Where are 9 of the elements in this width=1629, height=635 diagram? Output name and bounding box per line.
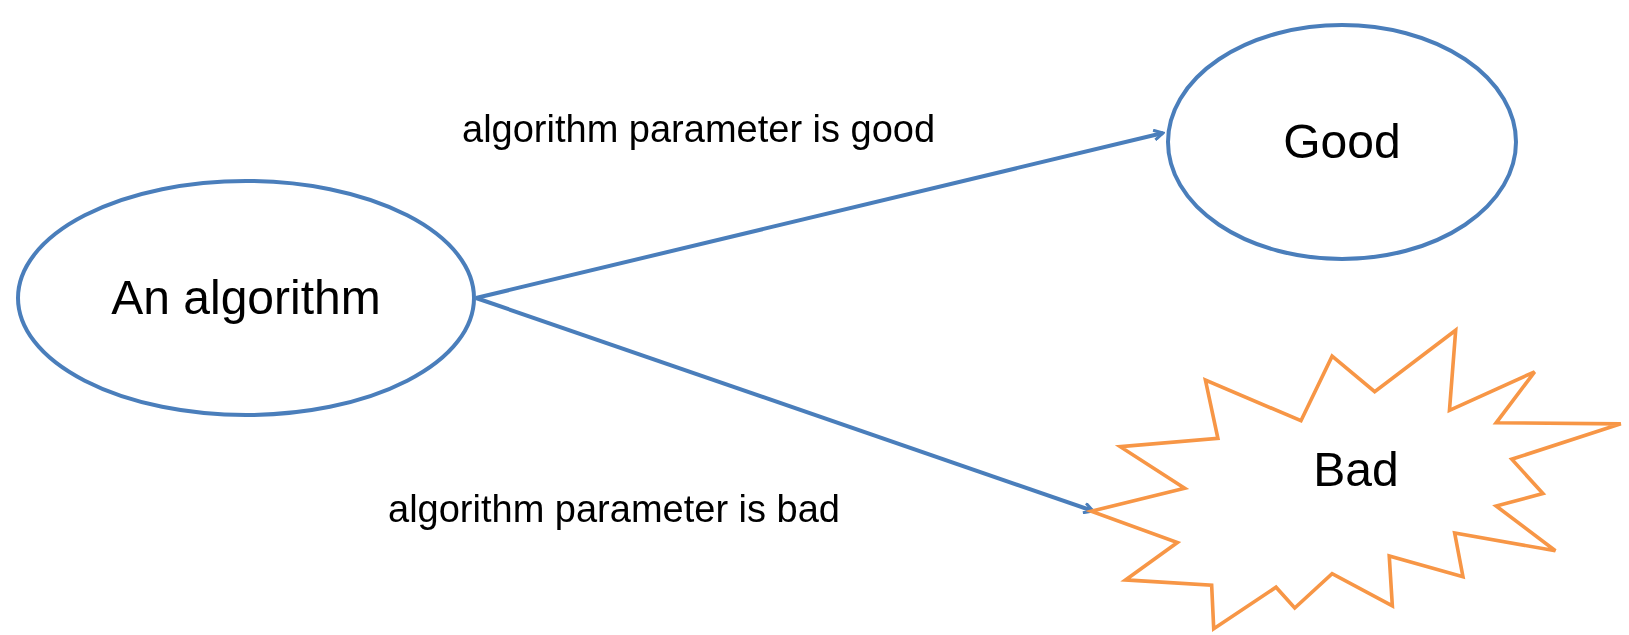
ellipse-node [1165, 22, 1519, 262]
arrow [475, 128, 1165, 300]
node-label: An algorithm [111, 270, 381, 326]
edge-label: algorithm parameter is good [462, 110, 936, 148]
node-label: Bad [1313, 441, 1399, 498]
ellipse-node [15, 178, 477, 418]
edge-label: algorithm parameter is bad [388, 490, 840, 528]
arrow [475, 296, 1095, 515]
node-label: Good [1283, 114, 1401, 170]
